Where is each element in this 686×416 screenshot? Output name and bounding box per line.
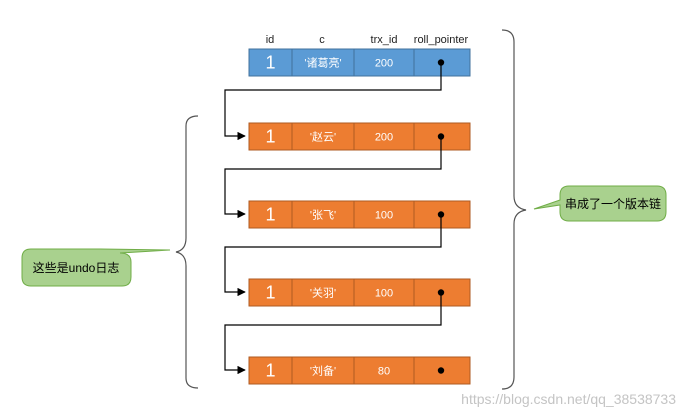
roll-pointer-link-3	[224, 215, 442, 297]
record-cell-trx-id	[353, 278, 415, 307]
version-chain-callout-text: 串成了一个版本链	[565, 196, 661, 211]
record-row: 1 '刘备' 80	[248, 356, 471, 385]
record-c-value: '刘备'	[310, 364, 336, 378]
undo-logs-callout: 这些是undo日志	[21, 248, 171, 287]
record-cell-trx-id	[353, 356, 415, 385]
record-cell-id	[248, 48, 293, 77]
record-id-value: 1	[265, 361, 275, 381]
version-chain-callout-bubble	[533, 185, 667, 222]
record-row: 1 '关羽' 100	[248, 278, 471, 307]
roll-pointer-dot	[437, 133, 445, 140]
record-cell-trx-id	[353, 48, 415, 77]
record-cell-id	[248, 356, 293, 385]
header-id: id	[266, 34, 275, 46]
roll-pointer-dot	[437, 367, 445, 374]
record-trx-id-value: 200	[375, 58, 393, 70]
record-row: 1 '张飞' 100	[248, 200, 471, 229]
record-c-value: '赵云'	[310, 130, 336, 144]
header-c: c	[319, 34, 325, 46]
column-headers: id c trx_id roll_pointer	[266, 34, 469, 46]
record-row: 1 '诸葛亮' 200	[248, 48, 471, 77]
roll-pointer-links	[224, 62, 442, 375]
record-cell-c	[291, 356, 355, 385]
record-c-value: '关羽'	[310, 286, 336, 300]
undo-logs-callout-text: 这些是undo日志	[33, 260, 120, 275]
record-cell-c	[291, 122, 355, 151]
record-id-value: 1	[265, 127, 275, 147]
roll-pointer-dot	[437, 211, 445, 218]
roll-pointer-link-4	[224, 293, 442, 375]
record-cell-id	[248, 200, 293, 229]
record-cell-trx-id	[353, 200, 415, 229]
header-trx-id: trx_id	[371, 34, 398, 46]
record-trx-id-value: 100	[375, 288, 393, 300]
watermark: https://blog.csdn.net/qq_38538733	[461, 391, 676, 407]
version-chain-callout: 串成了一个版本链	[533, 185, 667, 222]
record-id-value: 1	[265, 283, 275, 303]
record-rows: 1 '诸葛亮' 200 1 '赵云' 200 1 '张飞' 100 1 '关羽' 100 1 '刘备' 80	[248, 48, 471, 385]
roll-pointer-link-2	[224, 137, 442, 219]
record-trx-id-value: 100	[375, 210, 393, 222]
record-cell-id	[248, 122, 293, 151]
version-chain-brace	[501, 29, 527, 390]
record-c-value: '张飞'	[310, 209, 336, 222]
record-id-value: 1	[265, 53, 275, 73]
record-id-value: 1	[265, 205, 275, 225]
record-cell-c	[291, 48, 355, 77]
header-roll-pointer: roll_pointer	[414, 34, 469, 46]
roll-pointer-link-1	[224, 62, 442, 141]
record-trx-id-value: 80	[378, 366, 390, 378]
undo-logs-brace	[175, 115, 199, 389]
record-c-value: '诸葛亮'	[304, 56, 341, 70]
record-cell-id	[248, 278, 293, 307]
undo-logs-callout-bubble	[21, 248, 171, 287]
record-trx-id-value: 200	[375, 132, 393, 144]
roll-pointer-dot	[437, 289, 445, 296]
record-row: 1 '赵云' 200	[248, 122, 471, 151]
record-cell-trx-id	[353, 122, 415, 151]
